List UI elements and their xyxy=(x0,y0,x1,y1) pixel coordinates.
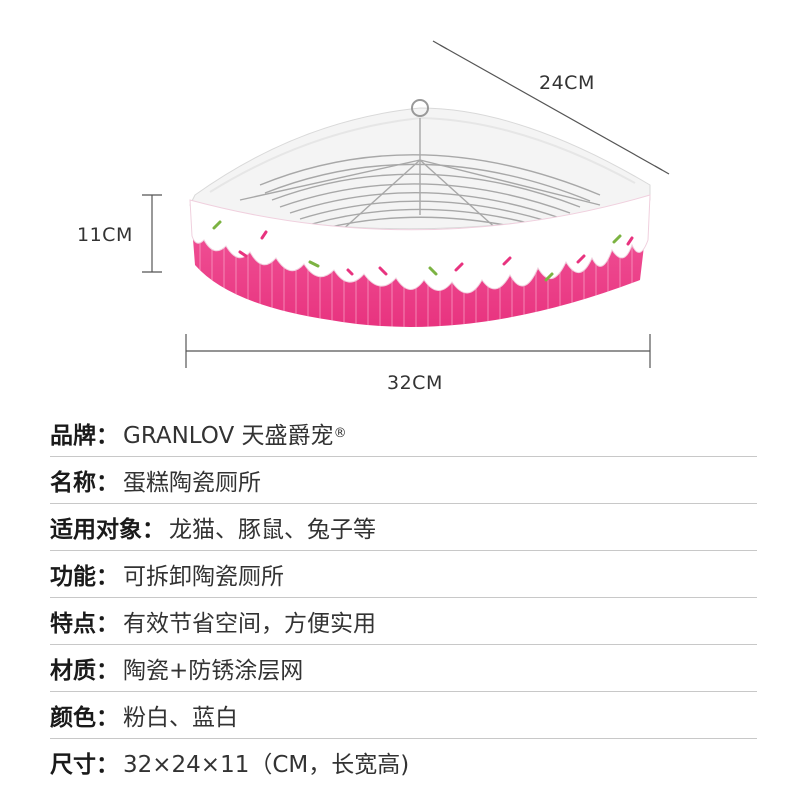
product-image-area: 24CM 11CM 32CM xyxy=(77,40,670,394)
registered-mark: ® xyxy=(333,425,347,441)
spec-value: 陶瓷+防锈涂层网 xyxy=(123,658,304,684)
spec-label: 尺寸 xyxy=(50,752,96,778)
depth-dimension-line xyxy=(432,40,670,175)
spec-label: 颜色 xyxy=(50,705,96,731)
spec-row-brand: 品牌： GRANLOV 天盛爵宠® xyxy=(50,410,757,457)
spec-value: 蛋糕陶瓷厕所 xyxy=(123,470,261,496)
corner-litter-box-illustration xyxy=(142,40,670,368)
wire-grid xyxy=(239,118,601,233)
spec-value: GRANLOV 天盛爵宠 xyxy=(123,423,334,449)
spec-row-size: 尺寸： 32×24×11（CM，长宽高) xyxy=(50,739,757,785)
spec-label: 品牌 xyxy=(50,423,96,449)
spec-row-material: 材质： 陶瓷+防锈涂层网 xyxy=(50,645,757,692)
sprinkles xyxy=(212,220,634,282)
spec-label: 名称 xyxy=(50,470,96,496)
spec-row-color: 颜色： 粉白、蓝白 xyxy=(50,692,757,739)
width-dimension-line xyxy=(185,334,651,368)
width-label: 32CM xyxy=(387,372,443,394)
spec-value: 有效节省空间，方便实用 xyxy=(123,611,376,637)
spec-value: 可拆卸陶瓷厕所 xyxy=(123,564,284,590)
spec-label: 特点 xyxy=(50,611,96,637)
spec-value: 粉白、蓝白 xyxy=(123,705,238,731)
spec-label: 适用对象 xyxy=(50,517,142,543)
spec-label: 材质 xyxy=(50,658,96,684)
height-label: 11CM xyxy=(77,224,133,246)
hook-ring xyxy=(411,99,429,117)
spec-value: 32×24×11（CM，长宽高) xyxy=(123,752,410,778)
spec-table: 品牌： GRANLOV 天盛爵宠® 名称： 蛋糕陶瓷厕所 适用对象： 龙猫、豚鼠… xyxy=(0,410,800,785)
depth-label: 24CM xyxy=(539,72,595,94)
spec-row-feature: 特点： 有效节省空间，方便实用 xyxy=(50,598,757,645)
icing-drip xyxy=(189,194,651,294)
spec-row-name: 名称： 蛋糕陶瓷厕所 xyxy=(50,457,757,504)
spec-value: 龙猫、豚鼠、兔子等 xyxy=(169,517,376,543)
height-dimension-line xyxy=(142,194,162,273)
spec-label: 功能 xyxy=(50,564,96,590)
spec-row-function: 功能： 可拆卸陶瓷厕所 xyxy=(50,551,757,598)
spec-row-target: 适用对象： 龙猫、豚鼠、兔子等 xyxy=(50,504,757,551)
